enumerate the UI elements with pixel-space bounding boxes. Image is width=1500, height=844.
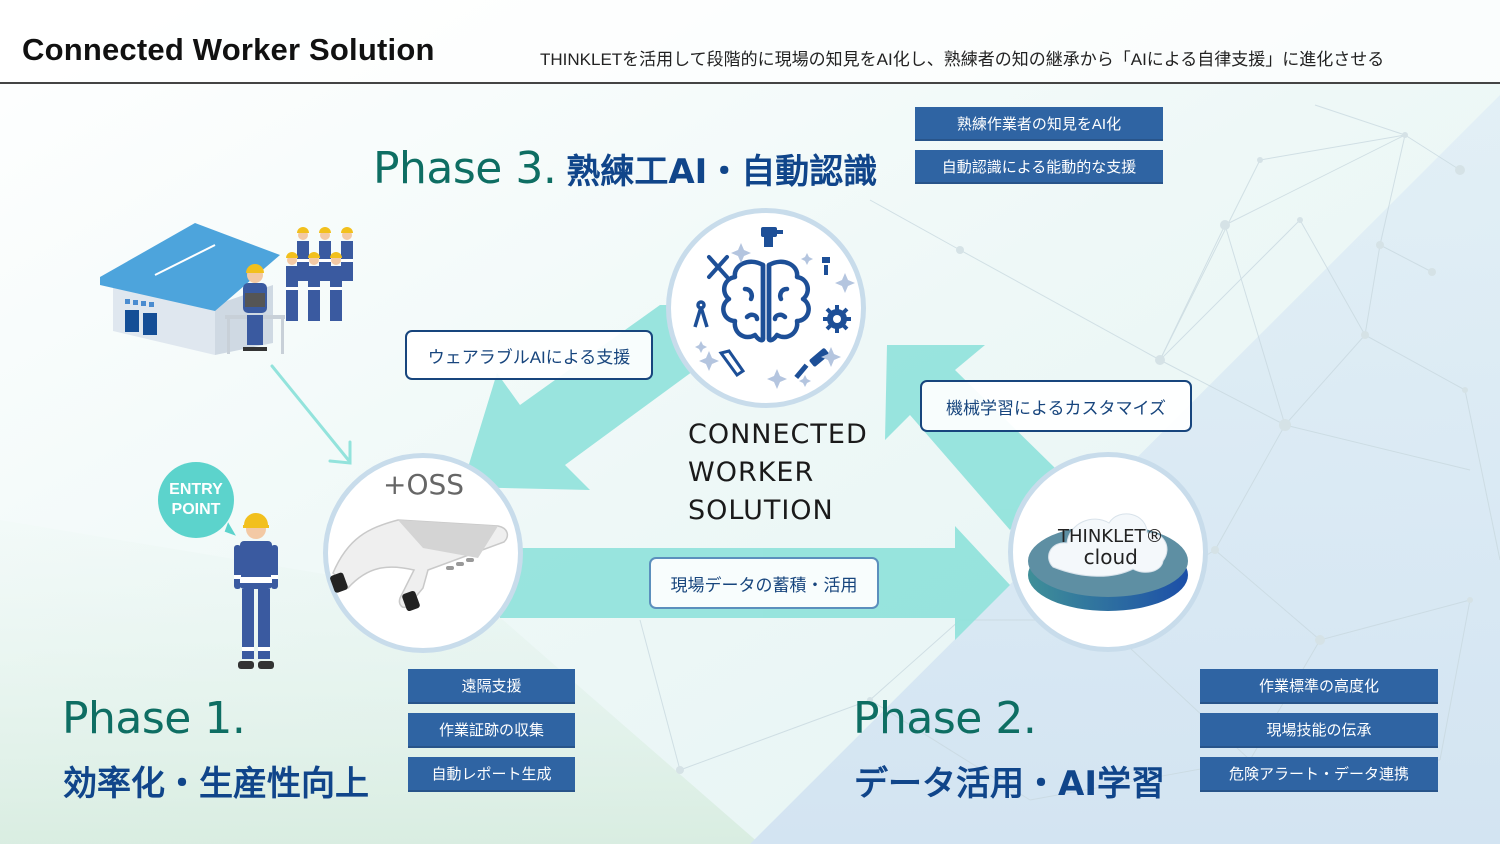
entry-point-line1: ENTRY bbox=[169, 481, 223, 498]
factory-workers-illustration bbox=[100, 223, 353, 355]
brain-circle bbox=[666, 208, 866, 408]
phase1-tag: 遠隔支援 bbox=[408, 669, 575, 704]
callout-machine-learning: 機械学習によるカスタマイズ bbox=[920, 380, 1192, 432]
callout-wearable-ai: ウェアラブルAIによる支援 bbox=[405, 330, 653, 380]
cws-logo-line2: WORKER bbox=[688, 457, 815, 488]
page-title: Connected Worker Solution bbox=[22, 32, 435, 67]
header-divider bbox=[0, 82, 1500, 84]
sparkle-icon bbox=[695, 243, 855, 389]
phase1-tag: 作業証跡の収集 bbox=[408, 713, 575, 748]
page-subtitle: THINKLETを活用して段階的に現場の知見をAI化し、熟練者の知の継承から「A… bbox=[540, 50, 1385, 69]
screw-icon bbox=[822, 257, 830, 275]
drill-icon bbox=[761, 227, 783, 247]
worker-group-icon bbox=[286, 227, 353, 321]
seated-worker-icon bbox=[225, 264, 285, 354]
cloud-logo-line1: THINKLET® bbox=[1058, 526, 1164, 547]
phase2-name: データ活用・AI学習 bbox=[854, 764, 1165, 804]
phase1-name: 効率化・生産性向上 bbox=[63, 764, 369, 804]
cloud-logo: THINKLET® cloud bbox=[1058, 526, 1164, 568]
paint-roller-icon bbox=[794, 348, 830, 380]
phase2-number: Phase 2. bbox=[853, 693, 1037, 744]
saw-icon bbox=[718, 349, 746, 378]
phase2-tag: 現場技能の伝承 bbox=[1200, 713, 1438, 748]
gear-icon bbox=[823, 305, 851, 333]
cws-logo-line3: SOLUTION bbox=[688, 495, 834, 526]
device-circle bbox=[323, 453, 523, 653]
callout-field-data: 現場データの蓄積・活用 bbox=[649, 557, 879, 609]
phase3-tag: 自動認識による能動的な支援 bbox=[915, 150, 1163, 184]
brain-tools-icon bbox=[693, 227, 855, 389]
oss-label: +OSS bbox=[383, 468, 465, 501]
entry-point-line2: POINT bbox=[171, 501, 221, 518]
cws-logo: CONNECTED WORKER SOLUTION bbox=[688, 416, 868, 530]
pliers-icon bbox=[693, 300, 709, 328]
phase3-name: 熟練工AI・自動認識 bbox=[566, 152, 878, 192]
cloud-logo-line2: cloud bbox=[1083, 545, 1138, 569]
standing-worker-icon bbox=[234, 513, 278, 669]
phase1-number: Phase 1. bbox=[62, 693, 246, 744]
wrench-screwdriver-icon bbox=[707, 255, 729, 279]
cws-logo-line1: CONNECTED bbox=[688, 419, 868, 450]
phase1-tag: 自動レポート生成 bbox=[408, 757, 575, 792]
phase3-tag: 熟練作業者の知見をAI化 bbox=[915, 107, 1163, 141]
phase2-tag: 作業標準の高度化 bbox=[1200, 669, 1438, 704]
cloud-circle bbox=[1008, 452, 1208, 652]
thinklet-device-icon bbox=[330, 519, 509, 612]
thinklet-cloud-icon bbox=[1028, 513, 1188, 611]
phase3-heading: Phase 3. 熟練工AI・自動認識 bbox=[373, 143, 877, 194]
phase3-number: Phase 3. bbox=[373, 143, 557, 194]
entry-point-bubble: ENTRY POINT bbox=[158, 462, 234, 538]
phase2-tag: 危険アラート・データ連携 bbox=[1200, 757, 1438, 792]
